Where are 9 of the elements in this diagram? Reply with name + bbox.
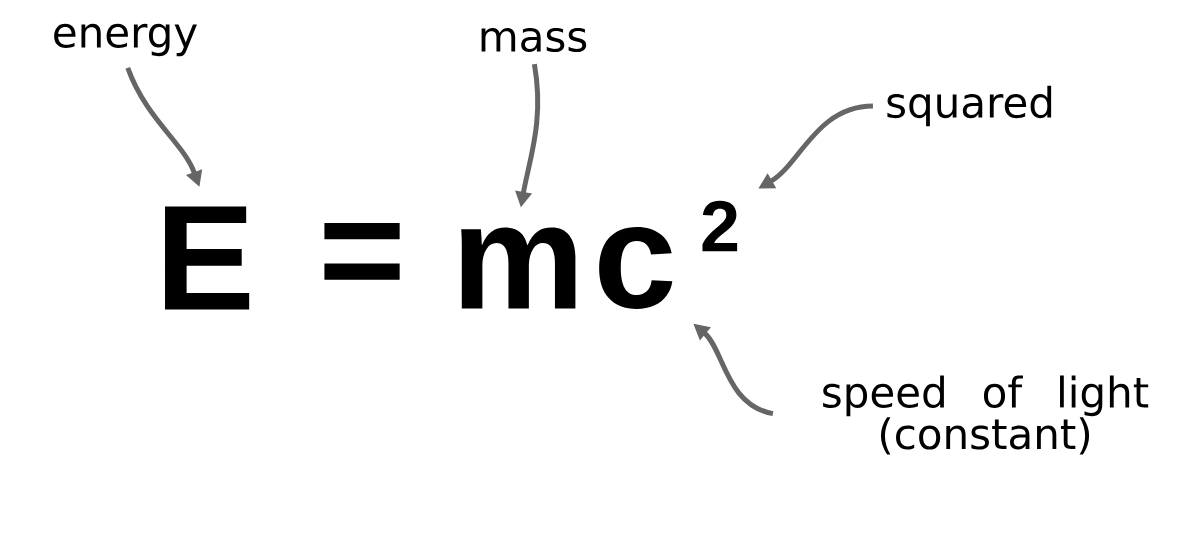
exponent: 2 (702, 200, 738, 252)
formula-symbol: m (461, 227, 576, 309)
formula-symbol: E (165, 206, 250, 310)
annotation-text: speed of light (constant) (823, 375, 1149, 455)
formula-symbol: c (599, 226, 673, 310)
equals-sign: = (324, 223, 400, 280)
annotation-text: energy (54, 23, 197, 57)
annotation-text: mass (481, 27, 587, 53)
annotation-text: squared (887, 85, 1052, 127)
